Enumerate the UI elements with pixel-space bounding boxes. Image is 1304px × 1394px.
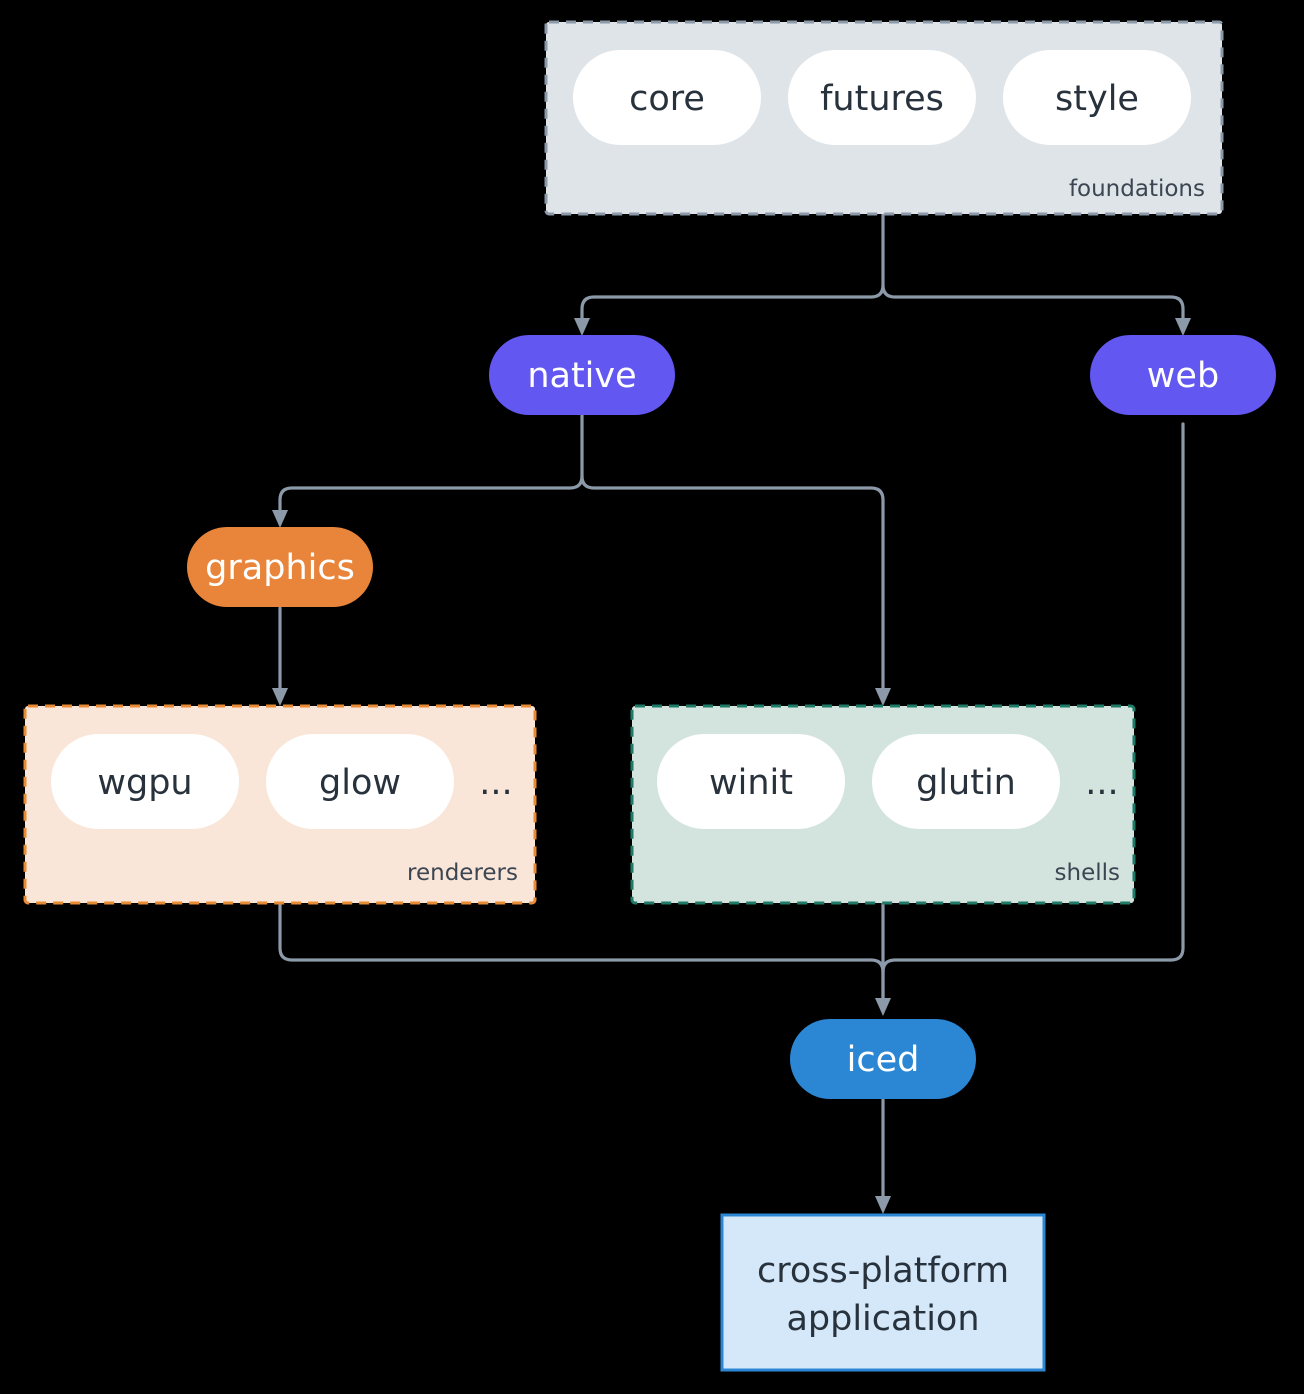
node-glutin[interactable]: glutin	[872, 734, 1060, 829]
renderers-ellipsis: ...	[479, 763, 512, 803]
node-application[interactable]: cross-platform application	[720, 1213, 1046, 1372]
node-glow-pill	[266, 734, 454, 829]
node-winit-label: winit	[709, 763, 793, 803]
node-style[interactable]: style	[1003, 50, 1191, 145]
node-iced-label: iced	[847, 1040, 920, 1080]
edge-native-to-shells	[580, 474, 885, 694]
node-native-label: native	[527, 356, 636, 396]
node-wgpu[interactable]: wgpu	[51, 734, 239, 829]
node-graphics-label: graphics	[205, 548, 355, 588]
node-application-label-line1: cross-platform	[757, 1251, 1009, 1291]
cluster-foundations-label: foundations	[1069, 176, 1205, 202]
edge-foundations-to-native	[580, 212, 885, 324]
node-iced-pill	[790, 1019, 976, 1099]
node-winit[interactable]: winit	[657, 734, 845, 829]
arrowhead-web	[1175, 318, 1191, 336]
node-glutin-pill	[872, 734, 1060, 829]
edge-web-to-iced	[881, 422, 1185, 974]
node-graphics-pill	[187, 527, 373, 607]
node-application-label-line2: application	[786, 1299, 979, 1339]
node-web-pill	[1090, 335, 1276, 415]
node-graphics[interactable]: graphics	[187, 527, 373, 607]
node-futures-label: futures	[820, 79, 944, 119]
node-glutin-label: glutin	[916, 763, 1016, 803]
edge-foundations-to-web	[881, 283, 1185, 324]
arrowhead-application	[875, 1196, 891, 1214]
arrowhead-renderers	[272, 688, 288, 706]
node-web[interactable]: web	[1090, 335, 1276, 415]
node-native[interactable]: native	[489, 335, 675, 415]
edge-renderers-to-iced	[278, 901, 885, 1004]
cluster-renderers-label: renderers	[407, 860, 518, 886]
node-native-pill	[489, 335, 675, 415]
node-core[interactable]: core	[573, 50, 761, 145]
node-wgpu-label: wgpu	[97, 763, 192, 803]
cluster-shells-label: shells	[1055, 860, 1120, 886]
node-winit-pill	[657, 734, 845, 829]
node-application-box	[720, 1213, 1046, 1372]
arrowhead-native	[574, 318, 590, 336]
node-style-label: style	[1055, 79, 1139, 119]
node-glow[interactable]: glow	[266, 734, 454, 829]
edge-native-to-graphics	[278, 413, 584, 516]
node-wgpu-pill	[51, 734, 239, 829]
shells-ellipsis: ...	[1085, 763, 1118, 803]
arrowhead-iced	[875, 998, 891, 1016]
node-glow-label: glow	[319, 763, 401, 803]
node-core-label: core	[629, 79, 705, 119]
cluster-renderers[interactable]: wgpu glow ... renderers	[23, 704, 537, 905]
node-core-pill	[573, 50, 761, 145]
node-iced[interactable]: iced	[790, 1019, 976, 1099]
node-futures-pill	[788, 50, 976, 145]
arrowhead-graphics	[272, 510, 288, 528]
cluster-shells[interactable]: winit glutin ... shells	[630, 704, 1136, 905]
node-style-pill	[1003, 50, 1191, 145]
edge-layer	[272, 212, 1191, 1214]
arrowhead-shells	[875, 688, 891, 706]
node-web-label: web	[1147, 356, 1219, 396]
node-futures[interactable]: futures	[788, 50, 976, 145]
cluster-foundations[interactable]: core futures style foundations	[544, 20, 1224, 216]
